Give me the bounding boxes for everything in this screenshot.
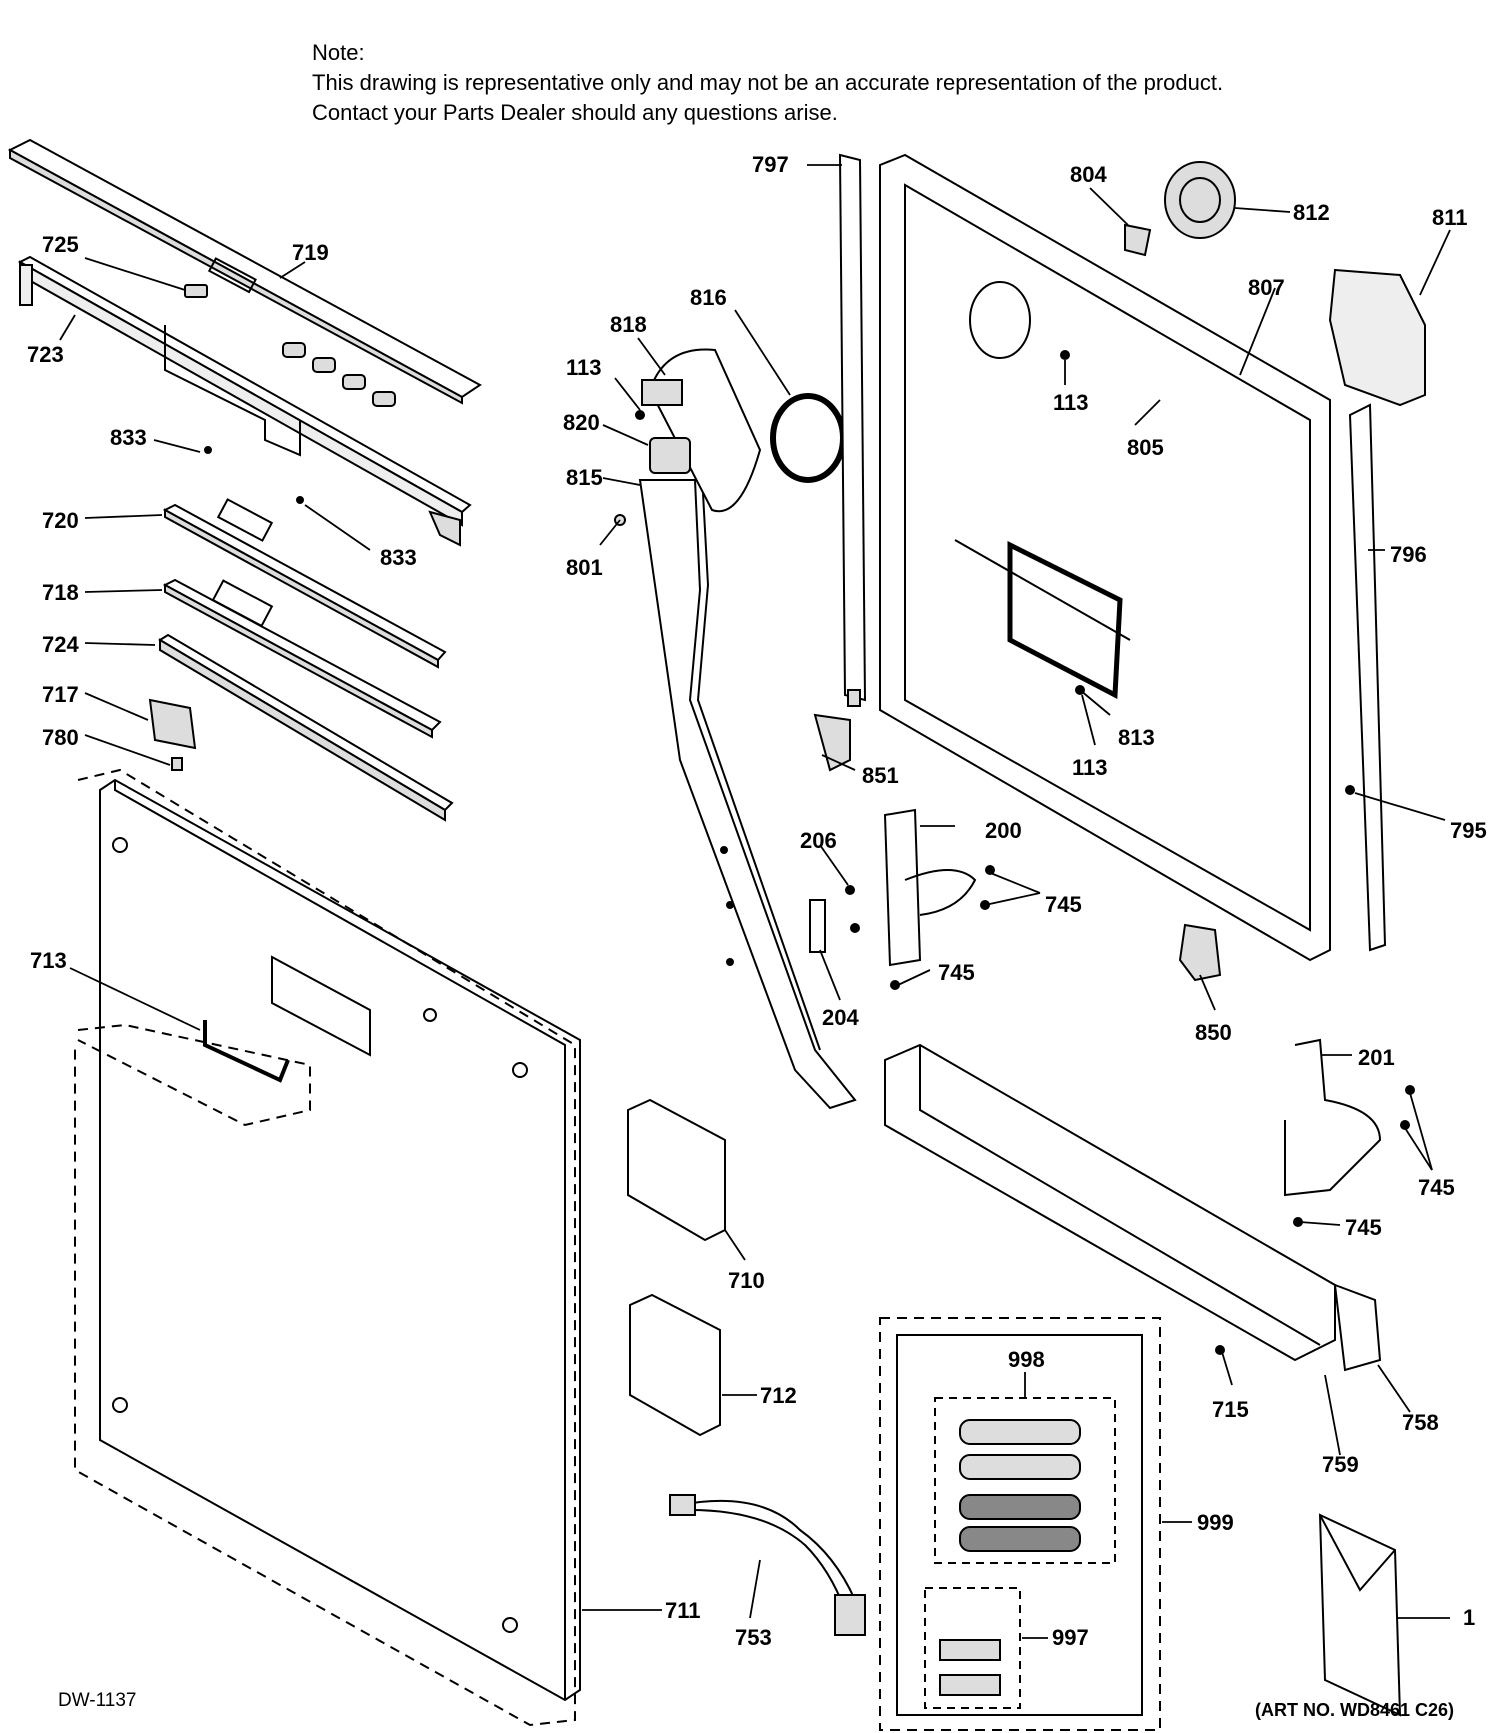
vent-fan-820 [649, 437, 691, 474]
label-818: 818 [610, 312, 647, 337]
vent-small-screws [614, 410, 645, 526]
label-200: 200 [985, 818, 1022, 843]
transformer-717 [148, 698, 197, 771]
door-springs-998 [959, 1419, 1081, 1552]
repair-kit-card [896, 1334, 1143, 1716]
label-820: 820 [563, 410, 600, 435]
vent-fan-housing-818 [641, 348, 762, 513]
shim-204 [809, 899, 826, 953]
label-811: 811 [1432, 205, 1468, 230]
insulation-pad-712 [629, 1293, 721, 1437]
control-board-718 [162, 578, 442, 739]
bottom-trim-759 [884, 1043, 1336, 1362]
label-715: 715 [1212, 1397, 1249, 1422]
label-795: 795 [1450, 818, 1487, 843]
side-trim-797 [838, 153, 867, 707]
leader-lines [59, 164, 1451, 1639]
label-759: 759 [1322, 1452, 1359, 1477]
label-812: 812 [1293, 200, 1330, 225]
hinge-arm-201 [1284, 1038, 1382, 1197]
label-745-a: 745 [1045, 892, 1082, 917]
hinge-clip-850 [1178, 923, 1222, 982]
label-711: 711 [665, 1598, 701, 1623]
label-113-b: 113 [1053, 390, 1089, 415]
label-998: 998 [1008, 1347, 1045, 1372]
label-206: 206 [800, 828, 837, 853]
label-1: 1 [1463, 1605, 1475, 1630]
label-719: 719 [292, 240, 329, 265]
label-724: 724 [42, 632, 79, 657]
label-113-a: 113 [566, 355, 602, 380]
vent-gasket-816 [770, 393, 846, 483]
label-725: 725 [42, 232, 79, 257]
control-board-720 [162, 498, 447, 669]
label-805: 805 [1127, 435, 1164, 460]
label-710: 710 [728, 1268, 765, 1293]
mounting-bracket-724 [158, 633, 454, 822]
label-813: 813 [1118, 725, 1155, 750]
control-panel-trim [7, 138, 482, 405]
wire-harness-753 [669, 1494, 866, 1636]
button-keys [282, 342, 396, 407]
side-trim-796 [1348, 403, 1387, 952]
repair-kit-dashed-boundary [879, 1317, 1161, 1731]
label-113-c: 113 [1072, 755, 1108, 780]
inner-door-liner-807 [879, 153, 1331, 962]
handle-kit-dashed-boundary [77, 1023, 311, 1127]
label-723: 723 [27, 342, 64, 367]
label-851: 851 [862, 763, 899, 788]
note-heading: Note: [312, 40, 365, 65]
label-816: 816 [690, 285, 727, 310]
label-833-b: 833 [380, 545, 417, 570]
label-745-c: 745 [1418, 1175, 1455, 1200]
art-number: (ART NO. WD8461 C26) [1255, 1700, 1455, 1720]
door-handle-713 [203, 1020, 290, 1083]
note-line-1: This drawing is representative only and … [312, 70, 1224, 95]
hinge-bracket-851 [813, 713, 851, 772]
hardware-pieces-997 [939, 1639, 1001, 1696]
label-815: 815 [566, 465, 603, 490]
foam-block-758 [1333, 1283, 1382, 1372]
label-758: 758 [1402, 1410, 1439, 1435]
label-201: 201 [1358, 1045, 1395, 1070]
latch-804 [1124, 223, 1152, 257]
label-807: 807 [1248, 275, 1285, 300]
label-780: 780 [42, 725, 79, 750]
part-labels: 797 804 812 811 725 719 723 816 818 807 … [27, 152, 1487, 1650]
label-720: 720 [42, 508, 79, 533]
label-717: 717 [42, 682, 79, 707]
label-718: 718 [42, 580, 79, 605]
label-745-b: 745 [938, 960, 975, 985]
label-712: 712 [760, 1383, 797, 1408]
label-753: 753 [735, 1625, 772, 1650]
dispenser-811 [1328, 268, 1426, 407]
label-797: 797 [752, 152, 789, 177]
hinge-arm-200 [883, 808, 977, 967]
user-interface-housing [17, 255, 472, 547]
label-804: 804 [1070, 162, 1107, 187]
label-999: 999 [1197, 1510, 1234, 1535]
label-713: 713 [30, 948, 67, 973]
outer-door-panel [99, 778, 581, 1702]
label-833-a: 833 [110, 425, 147, 450]
label-745-d: 745 [1345, 1215, 1382, 1240]
note-line-2: Contact your Parts Dealer should any que… [312, 100, 838, 125]
label-997: 997 [1052, 1625, 1089, 1650]
label-850: 850 [1195, 1020, 1232, 1045]
drawing-id: DW-1137 [58, 1690, 137, 1711]
vent-grille-812 [1164, 161, 1236, 239]
insulation-pad-710 [627, 1098, 726, 1242]
hardware-kit-dashed-boundary [924, 1587, 1021, 1709]
label-204: 204 [822, 1005, 859, 1030]
outer-door-dashed-boundary [74, 768, 576, 1727]
label-796: 796 [1390, 542, 1427, 567]
disclaimer-note: Note: This drawing is representative onl… [312, 38, 1223, 128]
literature-envelope-1 [1318, 1513, 1402, 1717]
label-801: 801 [566, 555, 603, 580]
